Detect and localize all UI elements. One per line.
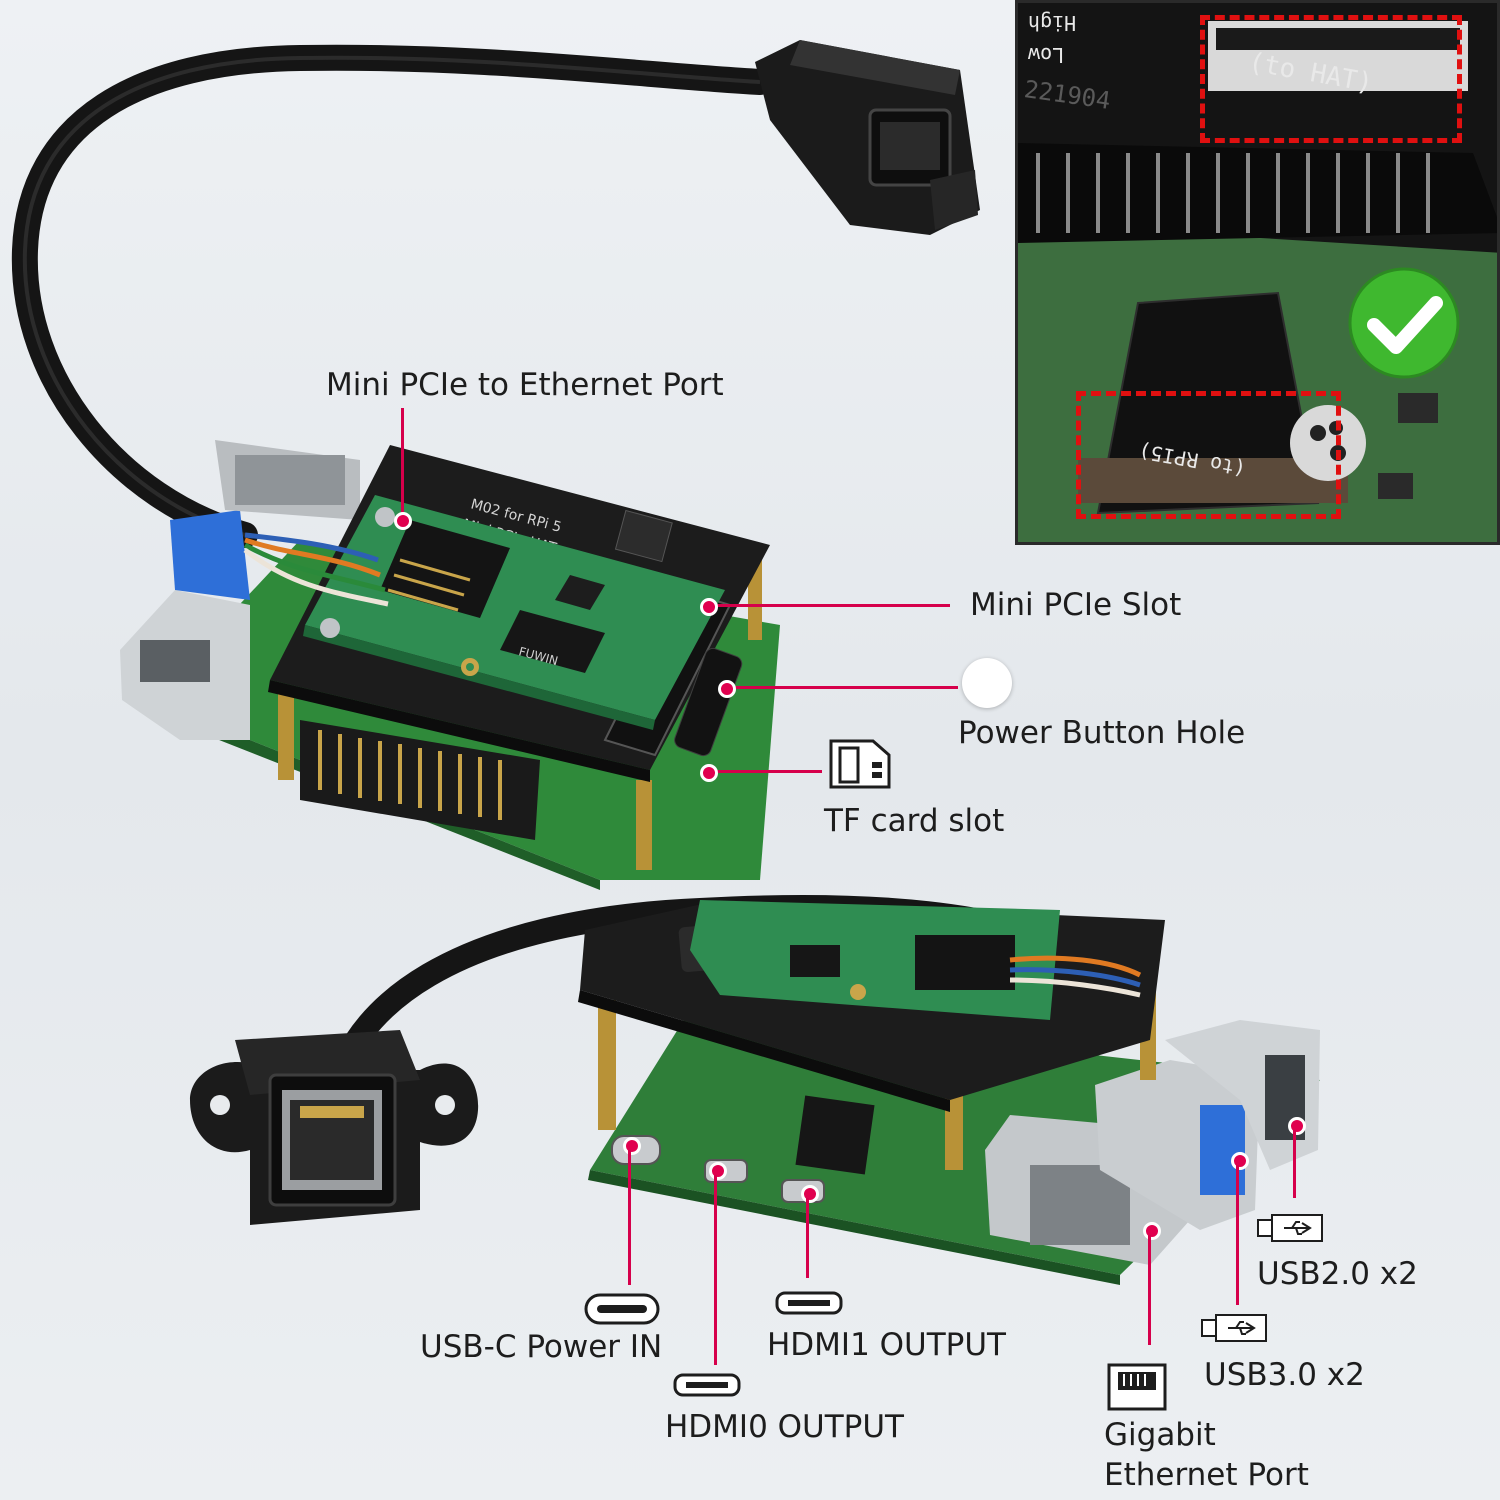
- leader-usb-c: [628, 1150, 631, 1285]
- marker-usb2: [1288, 1117, 1306, 1135]
- label-usb-c-power-in: USB-C Power IN: [420, 1329, 663, 1365]
- marker-power-button-hole: [718, 680, 736, 698]
- label-usb2: USB2.0 x2: [1257, 1256, 1418, 1292]
- usb-c-port-icon: [584, 1293, 660, 1325]
- inset-label-high: High: [1028, 11, 1077, 35]
- label-mini-pcie-slot: Mini PCIe Slot: [970, 587, 1182, 623]
- leader-mini-pcie-slot: [712, 604, 950, 607]
- sd-card-icon: [829, 739, 891, 789]
- top-product-photo: M02 for RPi 5 Mini PCIe HAT 230502 FUWIN: [11, 40, 980, 890]
- highlight-to-rpi5-connector: [1076, 391, 1341, 519]
- leader-gigabit: [1148, 1235, 1151, 1345]
- label-usb3: USB3.0 x2: [1204, 1357, 1365, 1393]
- label-tf-card-slot: TF card slot: [824, 803, 1005, 839]
- label-gigabit-line2: Ethernet Port: [1104, 1457, 1309, 1493]
- marker-gigabit: [1143, 1222, 1161, 1240]
- marker-mini-pcie-ethernet: [394, 512, 412, 530]
- rj45-panel-mount: [190, 1030, 479, 1225]
- label-power-button-hole: Power Button Hole: [958, 715, 1246, 751]
- label-gigabit-line1: Gigabit: [1104, 1417, 1216, 1453]
- leader-usb3: [1236, 1165, 1239, 1305]
- highlight-to-hat-connector: [1200, 15, 1462, 143]
- marker-usb3: [1231, 1152, 1249, 1170]
- micro-hdmi-icon: [775, 1291, 843, 1315]
- label-mini-pcie-ethernet: Mini PCIe to Ethernet Port: [326, 367, 724, 403]
- usb-icon: [1257, 1214, 1323, 1242]
- rj45-coupler-top: [755, 40, 980, 235]
- leader-power-button-hole: [730, 686, 958, 689]
- check-icon: [1348, 267, 1460, 379]
- leader-tf-card-slot: [712, 770, 822, 773]
- ffc-connection-inset: High Low 221904 (to HAT) (to RPI5): [1015, 0, 1500, 545]
- leader-mini-pcie-ethernet: [401, 408, 404, 518]
- power-button-hole-icon: [962, 658, 1012, 708]
- label-hdmi1-output: HDMI1 OUTPUT: [767, 1327, 1006, 1363]
- mini-pcie-ethernet-card: FUWIN: [303, 495, 725, 730]
- marker-usb-c: [623, 1137, 641, 1155]
- leader-hdmi1: [806, 1198, 809, 1278]
- micro-hdmi-icon: [673, 1373, 741, 1397]
- inset-label-low: Low: [1028, 43, 1065, 67]
- mini-pcie-ethernet-card-bottom: [690, 900, 1060, 1020]
- leader-hdmi0: [714, 1175, 717, 1365]
- leader-usb2: [1293, 1130, 1296, 1198]
- usb-icon: [1201, 1314, 1267, 1342]
- bottom-product-photo: [190, 894, 1320, 1285]
- ethernet-jack-icon: [1107, 1363, 1167, 1411]
- marker-tf-card-slot: [700, 764, 718, 782]
- marker-hdmi0: [709, 1162, 727, 1180]
- marker-mini-pcie-slot: [700, 598, 718, 616]
- label-hdmi0-output: HDMI0 OUTPUT: [665, 1409, 904, 1445]
- marker-hdmi1: [801, 1185, 819, 1203]
